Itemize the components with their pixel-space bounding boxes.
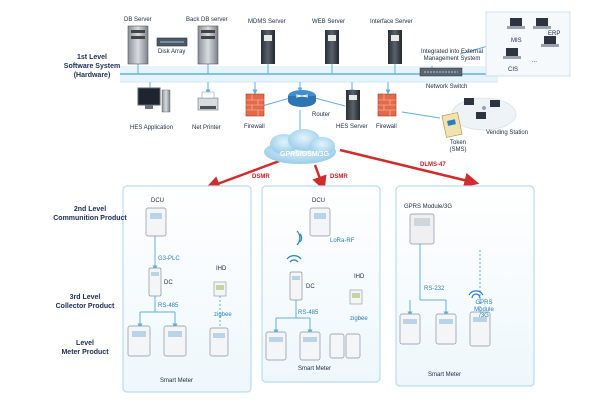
level-4-line: Level — [76, 340, 94, 347]
zigbee-label-2: zigbee — [350, 316, 368, 322]
lora-label: LoRa-RF — [330, 238, 355, 244]
dcu-device-icon-2 — [309, 207, 331, 237]
rs232-label: RS-232 — [424, 286, 445, 292]
net-printer-label: Net Printer — [192, 125, 221, 131]
gprs-module-label: GPRS Module/3G — [404, 204, 453, 210]
interface-server-icon — [388, 30, 402, 64]
router-label: Router — [312, 112, 331, 118]
printer-icon — [197, 91, 219, 111]
level-2-line: 2nd Level — [73, 206, 107, 213]
dsmr-label-1: DSMR — [252, 174, 270, 180]
hes-application-icon — [137, 87, 171, 113]
db-server-icon — [127, 25, 149, 65]
cloud-label: GPRS/GSM/3G — [280, 151, 330, 158]
gprs-line: Module — [474, 306, 494, 313]
token-line: (SMS) — [449, 146, 467, 153]
integrated-line: Integrated into External — [420, 49, 484, 55]
vending-station-icon — [451, 97, 517, 131]
level-1-line: (Hardware) — [73, 71, 111, 79]
ihd-device-icon-2 — [349, 289, 363, 305]
dlms-label: DLMS-47 — [420, 162, 446, 168]
web-server-label: WEB Server — [312, 19, 346, 25]
level-1-label: 1st Level Software System (Hardware) — [50, 54, 134, 80]
dsmr-label-2: DSMR — [330, 174, 348, 180]
mdms-server-label: MDMS Server — [248, 19, 286, 25]
backup-server-label: Back DB server — [186, 17, 228, 23]
token-line: Token — [449, 140, 466, 146]
ellipsis-label: ... — [532, 58, 538, 64]
disk-array-label: Disk Array — [158, 49, 186, 55]
dc-label: DC — [164, 280, 173, 286]
level-4-line: Meter Product — [61, 348, 109, 356]
dc-label-2: DC — [306, 284, 315, 290]
mis-label: MIS — [511, 38, 522, 44]
level-3-line: Collector Product — [55, 302, 115, 310]
rs485-label-2: RS-485 — [298, 310, 319, 316]
firewall-icon-2 — [377, 93, 397, 117]
server-links — [137, 45, 489, 138]
panel-links — [137, 236, 481, 335]
backup-server-icon — [197, 25, 219, 65]
gprs-module-icon — [409, 213, 435, 245]
gprs-line: /3G — [479, 313, 489, 320]
red-link-arrows — [204, 148, 480, 192]
mdms-server-icon — [261, 30, 275, 64]
level-4-label: Level Meter Product — [50, 340, 120, 358]
level-2-label: 2nd Level Communition Product — [42, 206, 138, 224]
firewall-icon — [245, 93, 265, 117]
token-label: Token (SMS) — [448, 140, 468, 153]
smart-meter-icon — [127, 325, 229, 357]
dc-device-icon — [148, 267, 162, 297]
ihd-device-icon — [213, 281, 227, 297]
g3plc-label: G3-PLC — [158, 256, 180, 262]
hes-server-label: HES Server — [336, 124, 368, 130]
interface-server-label: Interface Server — [370, 19, 413, 25]
router-icon — [288, 90, 316, 107]
ihd-label-2: IHD — [354, 274, 365, 280]
zigbee-label: zigbee — [214, 312, 232, 318]
dcu-label: DCU — [151, 198, 164, 204]
smart-meter-icon-3 — [399, 311, 491, 347]
gprs-module-side-label: GPRS Module /3G — [472, 300, 496, 320]
rs485-label: RS-485 — [158, 303, 179, 309]
gprs-line: GPRS — [475, 300, 493, 306]
firewall-label-2: Firewall — [376, 124, 397, 130]
smart-meter-label-3: Smart Meter — [428, 372, 462, 378]
disk-array-icon — [156, 37, 188, 47]
smart-meter-label: Smart Meter — [160, 378, 194, 384]
integrated-line: Management System — [423, 55, 481, 62]
external-systems-box — [485, 11, 571, 77]
wireless-icon — [286, 230, 484, 299]
hes-server-icon — [346, 90, 360, 120]
laptop-icon — [503, 18, 559, 59]
dcu-device-icon — [145, 207, 167, 237]
level-3-line: 3rd Level — [69, 294, 101, 301]
smart-meter-label-2: Smart Meter — [298, 366, 332, 372]
smart-meter-icon-2 — [265, 331, 361, 361]
level-1-line: Software System — [63, 62, 121, 70]
level-1-line: 1st Level — [77, 54, 107, 61]
db-server-label: DB Server — [124, 17, 152, 23]
level-2-line: Communition Product — [53, 214, 127, 222]
erp-label: ERP — [548, 31, 561, 37]
dcu-label-2: DCU — [312, 198, 325, 204]
level-3-label: 3rd Level Collector Product — [42, 294, 128, 312]
hes-application-label: HES Application — [130, 125, 174, 131]
ihd-label: IHD — [216, 266, 227, 272]
token-card-icon — [441, 112, 463, 138]
integrated-label: Integrated into External Management Syst… — [412, 49, 492, 62]
vending-station-label: Vending Station — [486, 130, 529, 136]
network-switch-label: Network Switch — [426, 84, 468, 90]
cis-label: CIS — [508, 67, 519, 73]
web-server-icon — [325, 30, 339, 64]
network-switch-icon — [419, 67, 463, 77]
dc-device-icon-2 — [289, 271, 303, 301]
cloud-icon — [264, 129, 336, 164]
firewall-label: Firewall — [244, 124, 265, 130]
